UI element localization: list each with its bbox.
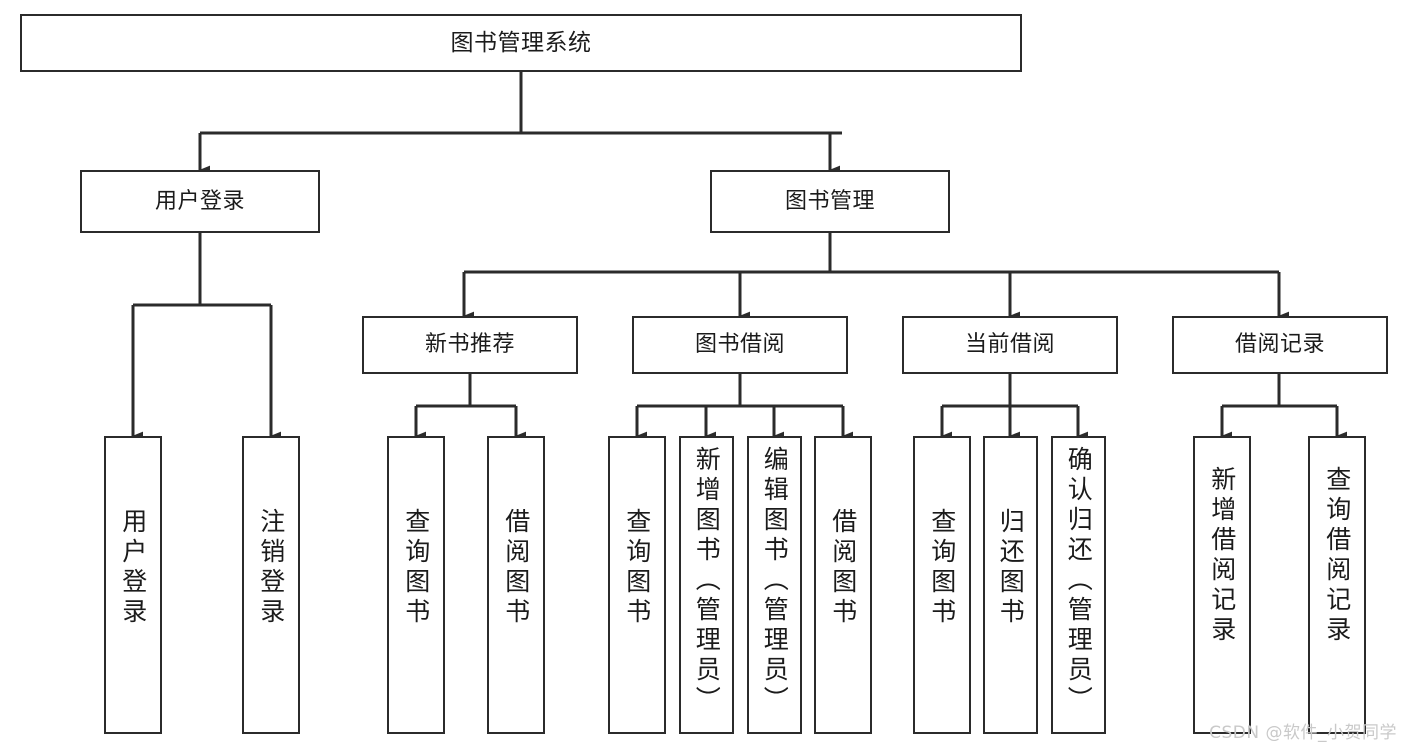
node-label: 查询图书: [401, 508, 431, 628]
node-label: 归还图书: [996, 508, 1026, 628]
leaf-query-record[interactable]: 查询借阅记录: [1308, 436, 1366, 734]
node-label: 编辑图书（管理员）: [760, 446, 790, 716]
node-label: 图书管理系统: [450, 29, 592, 56]
node-label: 新增图书（管理员）: [692, 446, 722, 716]
node-book-manage[interactable]: 图书管理: [710, 170, 950, 233]
leaf-logout[interactable]: 注销登录: [242, 436, 300, 734]
csdn-watermark: CSDN @软件_小贺同学: [1209, 723, 1397, 743]
node-label: 确认归还（管理员）: [1064, 446, 1094, 716]
node-label: 用户登录: [118, 508, 148, 628]
node-label: 图书借阅: [694, 332, 785, 358]
node-book-borrow[interactable]: 图书借阅: [632, 316, 848, 374]
node-label: 用户登录: [154, 188, 245, 214]
node-new-book-recommend[interactable]: 新书推荐: [362, 316, 578, 374]
node-label: 当前借阅: [964, 332, 1055, 358]
leaf-return-book[interactable]: 归还图书: [983, 436, 1038, 734]
node-borrow-record[interactable]: 借阅记录: [1172, 316, 1388, 374]
node-root-system[interactable]: 图书管理系统: [20, 14, 1022, 72]
leaf-borrow-book-1[interactable]: 借阅图书: [487, 436, 545, 734]
node-user-login[interactable]: 用户登录: [80, 170, 320, 233]
leaf-query-book-1[interactable]: 查询图书: [387, 436, 445, 734]
node-current-borrow[interactable]: 当前借阅: [902, 316, 1118, 374]
node-label: 图书管理: [784, 188, 875, 214]
node-label: 新增借阅记录: [1207, 466, 1237, 646]
node-label: 借阅图书: [501, 508, 531, 628]
leaf-query-book-2[interactable]: 查询图书: [608, 436, 666, 734]
node-label: 查询图书: [927, 508, 957, 628]
leaf-add-book-admin[interactable]: 新增图书（管理员）: [679, 436, 734, 734]
node-label: 借阅图书: [828, 508, 858, 628]
node-label: 注销登录: [256, 508, 286, 628]
leaf-add-record[interactable]: 新增借阅记录: [1193, 436, 1251, 734]
leaf-borrow-book-2[interactable]: 借阅图书: [814, 436, 872, 734]
leaf-query-book-3[interactable]: 查询图书: [913, 436, 971, 734]
leaf-user-login[interactable]: 用户登录: [104, 436, 162, 734]
leaf-confirm-return-admin[interactable]: 确认归还（管理员）: [1051, 436, 1106, 734]
node-label: 新书推荐: [424, 332, 515, 358]
leaf-edit-book-admin[interactable]: 编辑图书（管理员）: [747, 436, 802, 734]
node-label: 借阅记录: [1234, 332, 1325, 358]
node-label: 查询图书: [622, 508, 652, 628]
node-label: 查询借阅记录: [1322, 466, 1352, 646]
